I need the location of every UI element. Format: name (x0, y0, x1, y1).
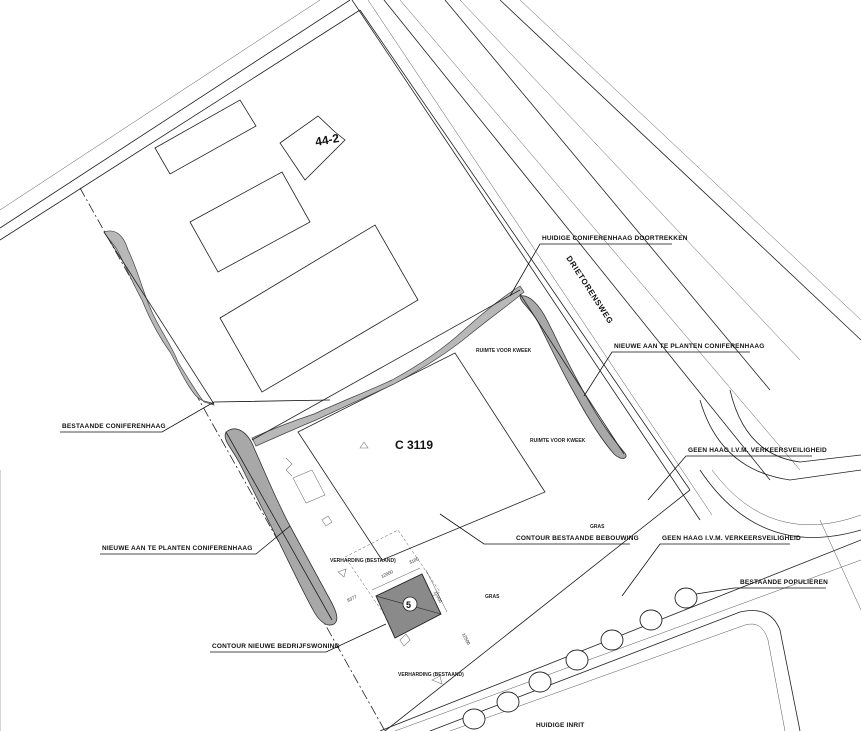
label-hedge-new-left: NIEUWE AAN TE PLANTEN CONIFERENHAAG (102, 545, 252, 552)
house-number: 5 (406, 600, 411, 610)
label-no-hedge-1: GEEN HAAG I.V.M. VERKEERSVEILIGHEID (688, 447, 827, 454)
hedges (103, 230, 627, 626)
poplar-trees (462, 587, 698, 730)
dim-top: 3100 (408, 556, 420, 565)
label-entrance: HUIDIGE INRIT (536, 722, 584, 729)
new-house: 5 (371, 567, 448, 639)
new-hedge-right (519, 295, 627, 459)
poplar-tree (462, 708, 486, 730)
label-space-1: RUIMTE VOOR KWEEK (476, 348, 532, 354)
label-space-2: RUIMTE VOOR KWEEK (530, 438, 586, 444)
building-label: C 3119 (395, 438, 433, 452)
dim-depth: 12000 (433, 590, 443, 604)
area-labels: RUIMTE VOOR KWEEK RUIMTE VOOR KWEEK GRAS… (330, 348, 605, 678)
shrubs (285, 441, 443, 685)
dim-side: 8377 (346, 594, 358, 603)
label-hedge-new-right: NIEUWE AAN TE PLANTEN CONIFERENHAAG (614, 343, 764, 350)
dim-width: 12000 (380, 569, 394, 579)
annotations: HUIDIGE CONIFERENHAAG DOORTREKKEN NIEUWE… (60, 235, 828, 729)
road-name: DRIETORENSWEG (564, 254, 615, 325)
dim-bottom: 12500 (461, 632, 471, 646)
label-hedge-existing: BESTAANDE CONIFERENHAAG (62, 423, 166, 430)
label-contour-existing: CONTOUR BESTAANDE BEBOUWING (516, 535, 639, 542)
label-no-hedge-2: GEEN HAAG I.V.M. VERKEERSVEILIGHEID (662, 535, 801, 542)
poplar-tree (528, 671, 552, 693)
existing-hedge-top (251, 285, 525, 447)
poplar-tree (600, 629, 624, 651)
poplar-tree (674, 587, 698, 609)
label-poplars: BESTAANDE POPULIEREN (740, 579, 828, 586)
poplar-tree (565, 649, 589, 671)
label-hedge-extend: HUIDIGE CONIFERENHAAG DOORTREKKEN (542, 235, 688, 242)
dimensions: 12000 12000 8377 3100 12500 (346, 556, 471, 646)
new-hedge-left (224, 428, 338, 626)
parcel-boundary (0, 9, 691, 731)
parcel-label: 44-2 (314, 131, 340, 149)
label-paving-1: VERHARDING (BESTAAND) (330, 558, 396, 564)
upper-plot-blocks (154, 99, 419, 393)
label-grass-1: GRAS (590, 524, 605, 530)
poplar-tree (639, 609, 663, 631)
poplar-tree (496, 691, 520, 713)
label-contour-new: CONTOUR NIEUWE BEDRIJFSWONING (212, 643, 340, 650)
label-paving-2: VERHARDING (BESTAAND) (398, 672, 464, 678)
label-grass-2: GRAS (485, 594, 500, 600)
